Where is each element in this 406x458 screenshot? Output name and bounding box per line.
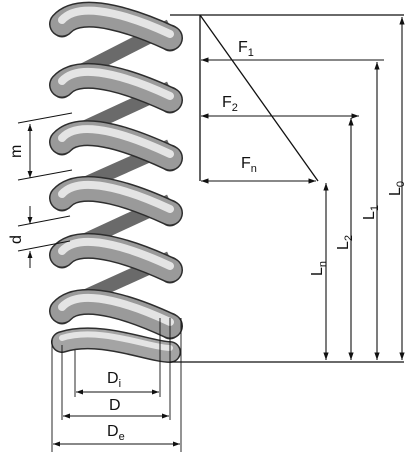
spring-coil [49, 63, 183, 114]
wire-extension-top [17, 215, 71, 227]
spring-coil [49, 233, 183, 284]
spring-coils [49, 1, 183, 363]
pitch-extension-bottom [17, 169, 73, 181]
outer-diameter-label: De [107, 423, 125, 443]
spring-ground-coil [51, 327, 181, 363]
spring-coil [49, 176, 183, 227]
wire-diameter-label: d [8, 235, 25, 244]
length-label-l0: L0 [387, 181, 406, 196]
force-label-f2: F2 [222, 94, 238, 114]
wire-extension-bottom [17, 240, 71, 252]
pitch-label: m [8, 145, 25, 158]
spring-coil [49, 1, 183, 52]
length-label-ln: Ln [309, 261, 329, 276]
length-label-l2: L2 [335, 235, 355, 250]
spring-coil [49, 289, 183, 340]
load-diagonal-line [199, 14, 319, 182]
inner-diameter-label: Di [107, 370, 121, 390]
length-label-l1: L1 [361, 205, 381, 220]
mean-diameter-label: D [109, 397, 121, 414]
force-label-fn: Fn [241, 155, 257, 175]
pitch-extension-top [17, 112, 73, 124]
spring-coil [49, 120, 183, 172]
force-label-f1: F1 [238, 39, 254, 59]
